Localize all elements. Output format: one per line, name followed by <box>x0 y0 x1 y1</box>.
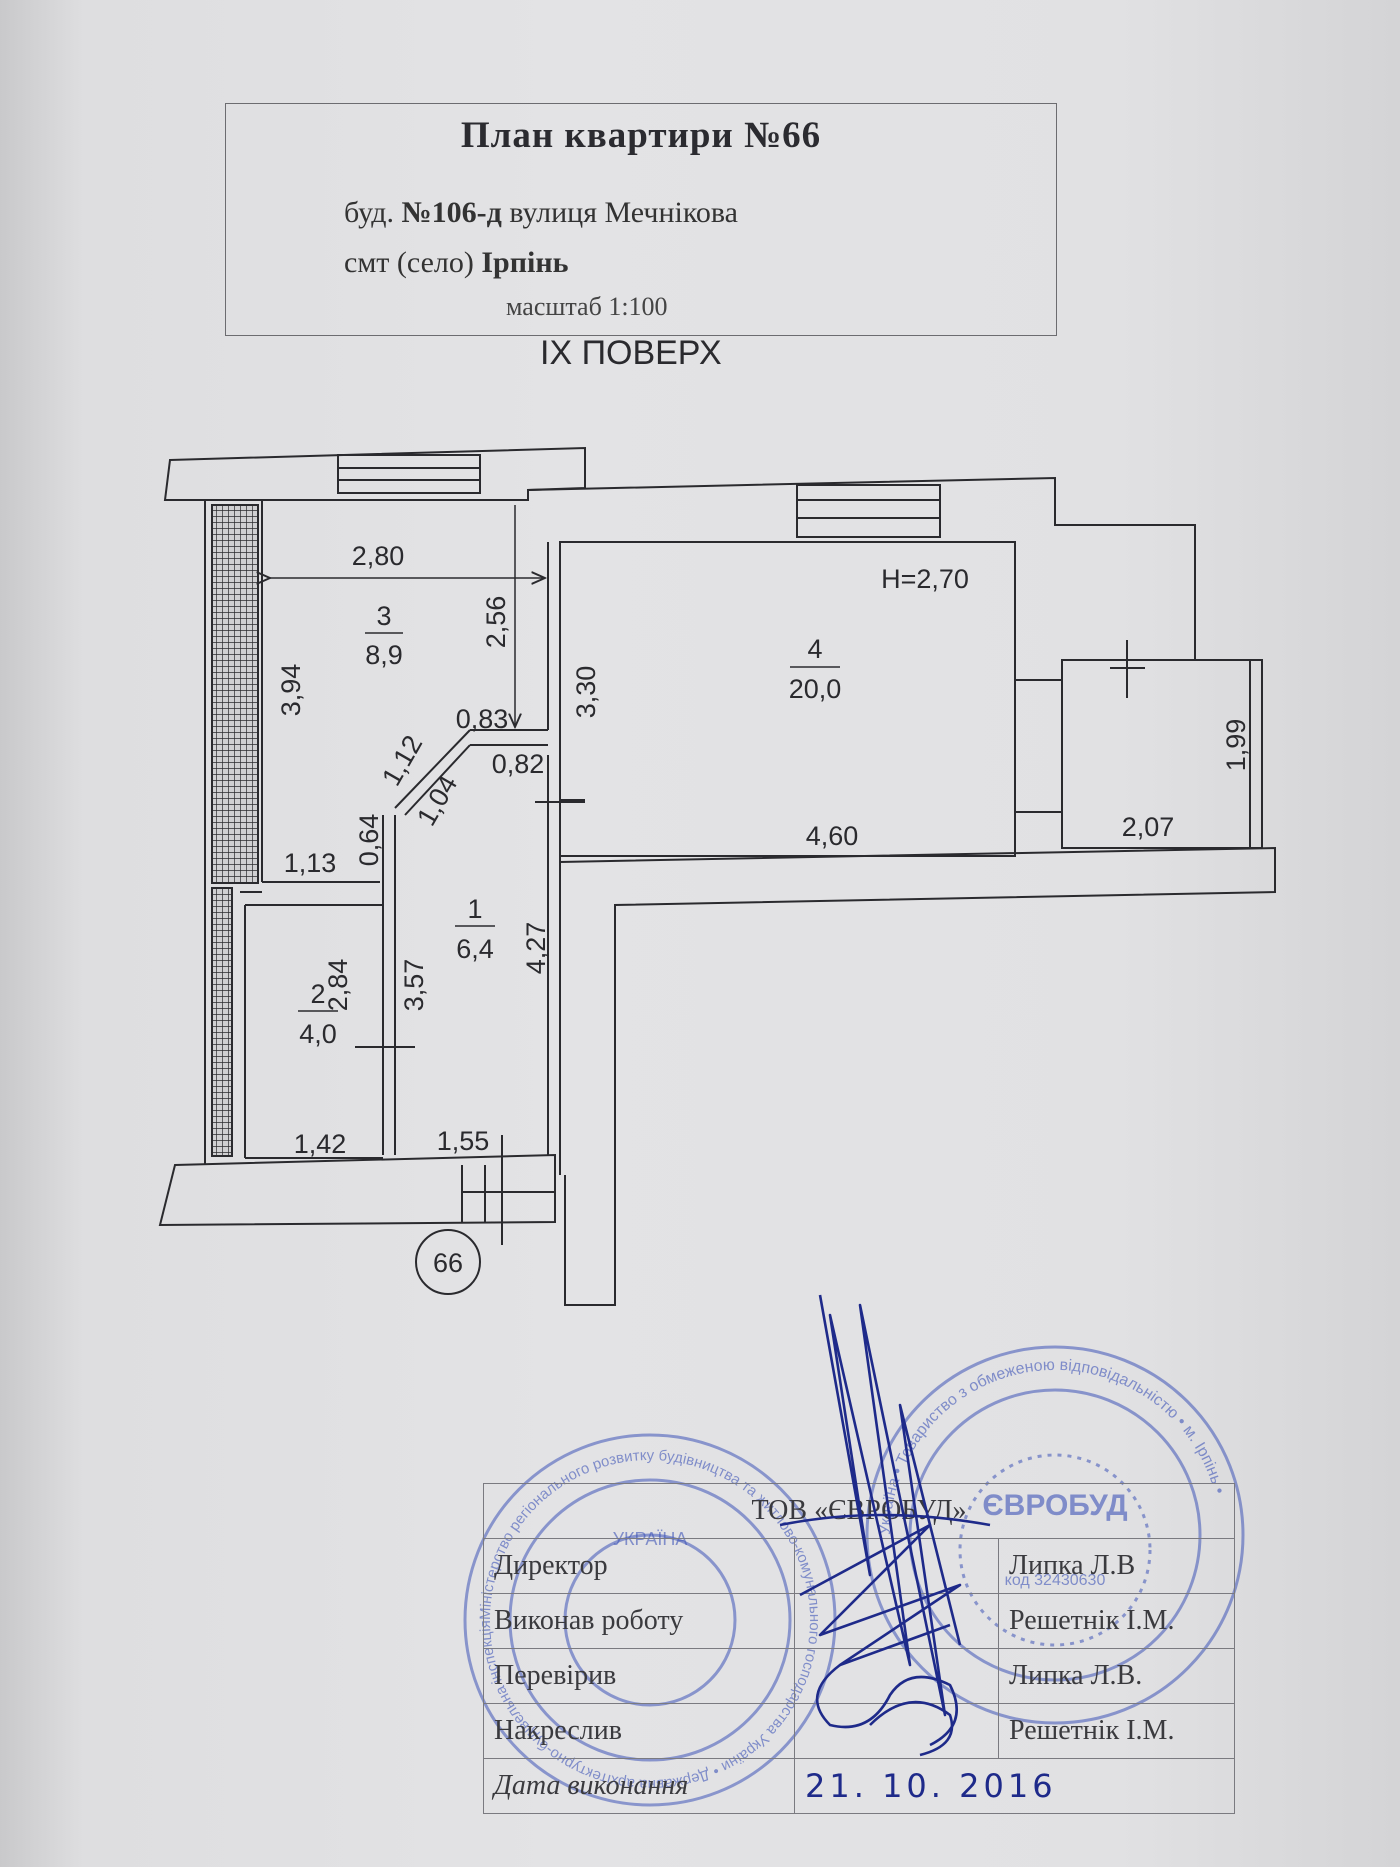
dim-2-07: 2,07 <box>1122 812 1175 842</box>
dim-1-99: 1,99 <box>1221 719 1251 772</box>
name-director: Липка Л.В <box>998 1538 1235 1594</box>
hatched-wall-lower <box>211 887 233 1157</box>
room-4-area: 20,0 <box>789 674 842 704</box>
room-2-number: 2 <box>310 979 325 1009</box>
date-label: Дата виконання <box>483 1758 795 1814</box>
town-prefix: смт (село) <box>344 246 474 279</box>
dim-0-82: 0,82 <box>492 749 545 779</box>
name-checked: Липка Л.В. <box>998 1648 1235 1704</box>
dim-3-94: 3,94 <box>276 664 306 717</box>
building-address: буд. №106-д вулиця Мечнікова <box>344 196 738 230</box>
signature-table: ТОВ «ЄВРОБУД» Директор Липка Л.В Виконав… <box>483 1483 1235 1814</box>
scale-label: масштаб 1:100 <box>506 292 668 321</box>
hatched-wall-upper <box>211 504 259 884</box>
town-line: смт (село) Ірпінь <box>344 246 569 280</box>
dim-0-64: 0,64 <box>354 814 384 867</box>
floor-label: ІХ ПОВЕРХ <box>540 334 722 372</box>
dim-1-13: 1,13 <box>284 848 337 878</box>
room-3-number: 3 <box>376 601 391 631</box>
document-title: План квартири №66 <box>460 115 822 156</box>
dimension-lines <box>270 505 545 727</box>
room-4-number: 4 <box>807 634 822 664</box>
dim-3-57: 3,57 <box>399 959 429 1012</box>
window-top-left <box>337 454 481 494</box>
room-1-number: 1 <box>467 894 482 924</box>
walls <box>158 446 1276 1306</box>
table-row: Дата виконання 21. 10. 2016 <box>483 1758 1235 1814</box>
signature-scribble <box>779 1294 991 1757</box>
room-2-area: 4,0 <box>299 1019 337 1049</box>
room-3-area: 8,9 <box>365 640 403 670</box>
name-performed: Решетнік І.М. <box>998 1593 1235 1649</box>
table-row: Перевірив Липка Л.В. <box>483 1648 1235 1704</box>
dim-4-60: 4,60 <box>806 821 859 851</box>
ceiling-height: H=2,70 <box>881 564 969 594</box>
apartment-marker-circle <box>415 1229 481 1295</box>
dim-3-30: 3,30 <box>571 666 601 719</box>
role-performed: Виконав роботу <box>483 1593 795 1649</box>
room-labels: 3 8,9 4 20,0 1 6,4 2 4,0 <box>298 601 841 1049</box>
street-name: вулиця Мечнікова <box>509 196 738 229</box>
apartment-marker-number: 66 <box>433 1248 463 1278</box>
table-row: Директор Липка Л.В <box>483 1538 1235 1594</box>
room-1-area: 6,4 <box>456 934 494 964</box>
dim-1-42: 1,42 <box>294 1129 347 1159</box>
building-number: №106-д <box>401 196 502 229</box>
dim-1-04: 1,04 <box>411 770 463 831</box>
dim-2-84: 2,84 <box>323 959 353 1012</box>
dim-1-55: 1,55 <box>437 1126 490 1156</box>
town-name: Ірпінь <box>481 246 569 279</box>
dim-2-56: 2,56 <box>481 596 511 649</box>
window-top-right <box>796 484 941 538</box>
address-prefix: буд. <box>344 196 394 229</box>
dim-0-83: 0,83 <box>456 704 509 734</box>
dim-2-80: 2,80 <box>352 541 405 571</box>
role-drawn: Накреслив <box>483 1703 795 1759</box>
role-director: Директор <box>483 1538 795 1594</box>
dim-4-27: 4,27 <box>521 922 551 975</box>
name-drawn: Решетнік І.М. <box>998 1703 1235 1759</box>
date-value: 21. 10. 2016 <box>794 1758 1235 1814</box>
role-checked: Перевірив <box>483 1648 795 1704</box>
title-block: План квартири №66 буд. №106-д вулиця Меч… <box>225 103 1057 336</box>
